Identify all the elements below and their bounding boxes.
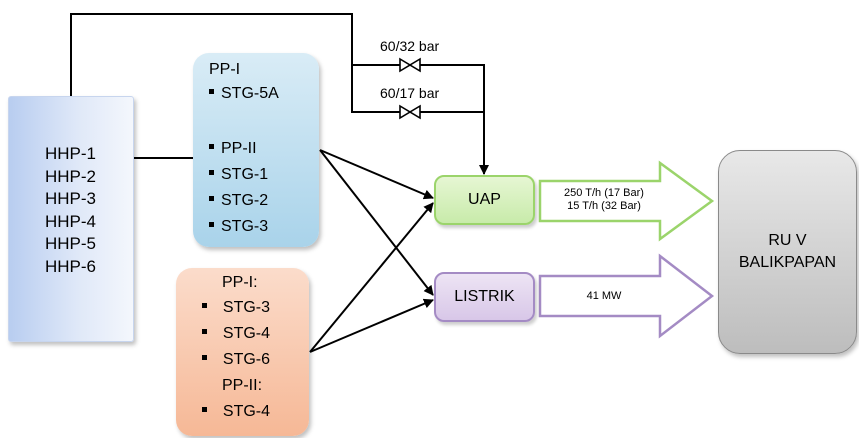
uap-node: UAP	[434, 175, 535, 225]
uap-flow-arrow	[538, 160, 715, 242]
stg-list-item: STG-6	[202, 351, 270, 369]
valve-icon-60-17	[399, 104, 421, 120]
pp1-to-listrik-arrow	[319, 149, 434, 296]
pp2-to-listrik-arrow	[309, 298, 434, 353]
stg-list-item: STG-2	[209, 192, 268, 210]
hhp-item: HHP-1	[45, 144, 97, 163]
hhp-item: HHP-3	[45, 189, 97, 208]
uap-flow-label: 250 T/h (17 Bar) 15 T/h (32 Bar)	[548, 187, 660, 213]
pp1-to-uap-arrow	[319, 149, 434, 200]
stg-label: STG-6	[222, 351, 271, 368]
bullet-icon	[209, 170, 214, 176]
stg-label: STG-2	[221, 192, 269, 209]
ruv-line1: RU V	[768, 232, 807, 249]
bullet-icon	[209, 89, 214, 95]
hhp-steam-header-line	[70, 13, 400, 96]
listrik-flow-arrow	[538, 253, 715, 339]
hhp-item: HHP-4	[45, 211, 97, 231]
valve-label-bottom: 60/17 bar	[380, 85, 440, 101]
pp1-power-header: PP-I:	[222, 274, 258, 291]
bullet-icon	[202, 407, 207, 413]
bullet-icon	[209, 144, 214, 150]
pp2-power-header: PP-II:	[222, 377, 263, 394]
bullet-icon	[209, 196, 214, 202]
stg-list-item: STG-1	[209, 166, 268, 184]
hhp-item: HHP-5	[45, 234, 97, 253]
pp1-header: PP-I	[209, 61, 241, 78]
bullet-icon	[209, 222, 214, 228]
stg-list-item: STG-5A	[209, 85, 279, 103]
hhp-block: HHP-1 HHP-2 HHP-3 HHP-4 HHP-5 HHP-6	[8, 96, 134, 342]
stg-label: PP-II	[221, 140, 257, 157]
valve-outlet-line-top	[420, 64, 489, 175]
valve-icon-60-32	[399, 57, 421, 73]
bullet-icon	[202, 329, 207, 335]
stg-label: STG-3	[222, 299, 271, 316]
stg-list-item: STG-3	[202, 299, 270, 317]
pp2-to-uap-arrow	[309, 202, 434, 353]
listrik-label: LISTRIK	[454, 288, 515, 305]
bullet-icon	[202, 303, 207, 309]
stg-list-item: STG-4	[202, 403, 270, 421]
ru-v-balikpapan-node: RU V BALIKPAPAN	[718, 150, 857, 354]
hhp-item: HHP-2	[45, 166, 97, 186]
listrik-node: LISTRIK	[434, 272, 535, 322]
stg-list-item: STG-3	[209, 218, 268, 236]
uap-flow-line1: 250 T/h (17 Bar)	[564, 187, 644, 199]
listrik-flow-label: 41 MW	[586, 290, 622, 302]
ruv-line2: BALIKPAPAN	[738, 254, 837, 271]
uap-flow-line2: 15 T/h (32 Bar)	[567, 200, 641, 212]
hhp-item: HHP-6	[45, 256, 97, 276]
hhp-list: HHP-1 HHP-2 HHP-3 HHP-4 HHP-5 HHP-6	[45, 143, 96, 278]
uap-label: UAP	[468, 191, 501, 208]
valve-label-top: 60/32 bar	[380, 38, 440, 54]
stg-label: STG-1	[221, 166, 269, 183]
stg-label: STG-3	[221, 218, 269, 235]
bullet-icon	[202, 355, 207, 361]
stg-label: STG-4	[222, 403, 271, 420]
stg-list-item: PP-II	[209, 140, 257, 158]
stg-label: STG-4	[222, 325, 271, 342]
pp-power-block: PP-I: STG-3 STG-4 STG-6 PP-II: STG-4	[176, 268, 309, 436]
stg-list-item: STG-4	[202, 325, 270, 343]
second-valve-branch-line	[351, 65, 400, 113]
pp-steam-block: PP-I STG-5A PP-II STG-1 STG-2 STG-3	[193, 53, 319, 247]
stg-label: STG-5A	[221, 85, 279, 102]
